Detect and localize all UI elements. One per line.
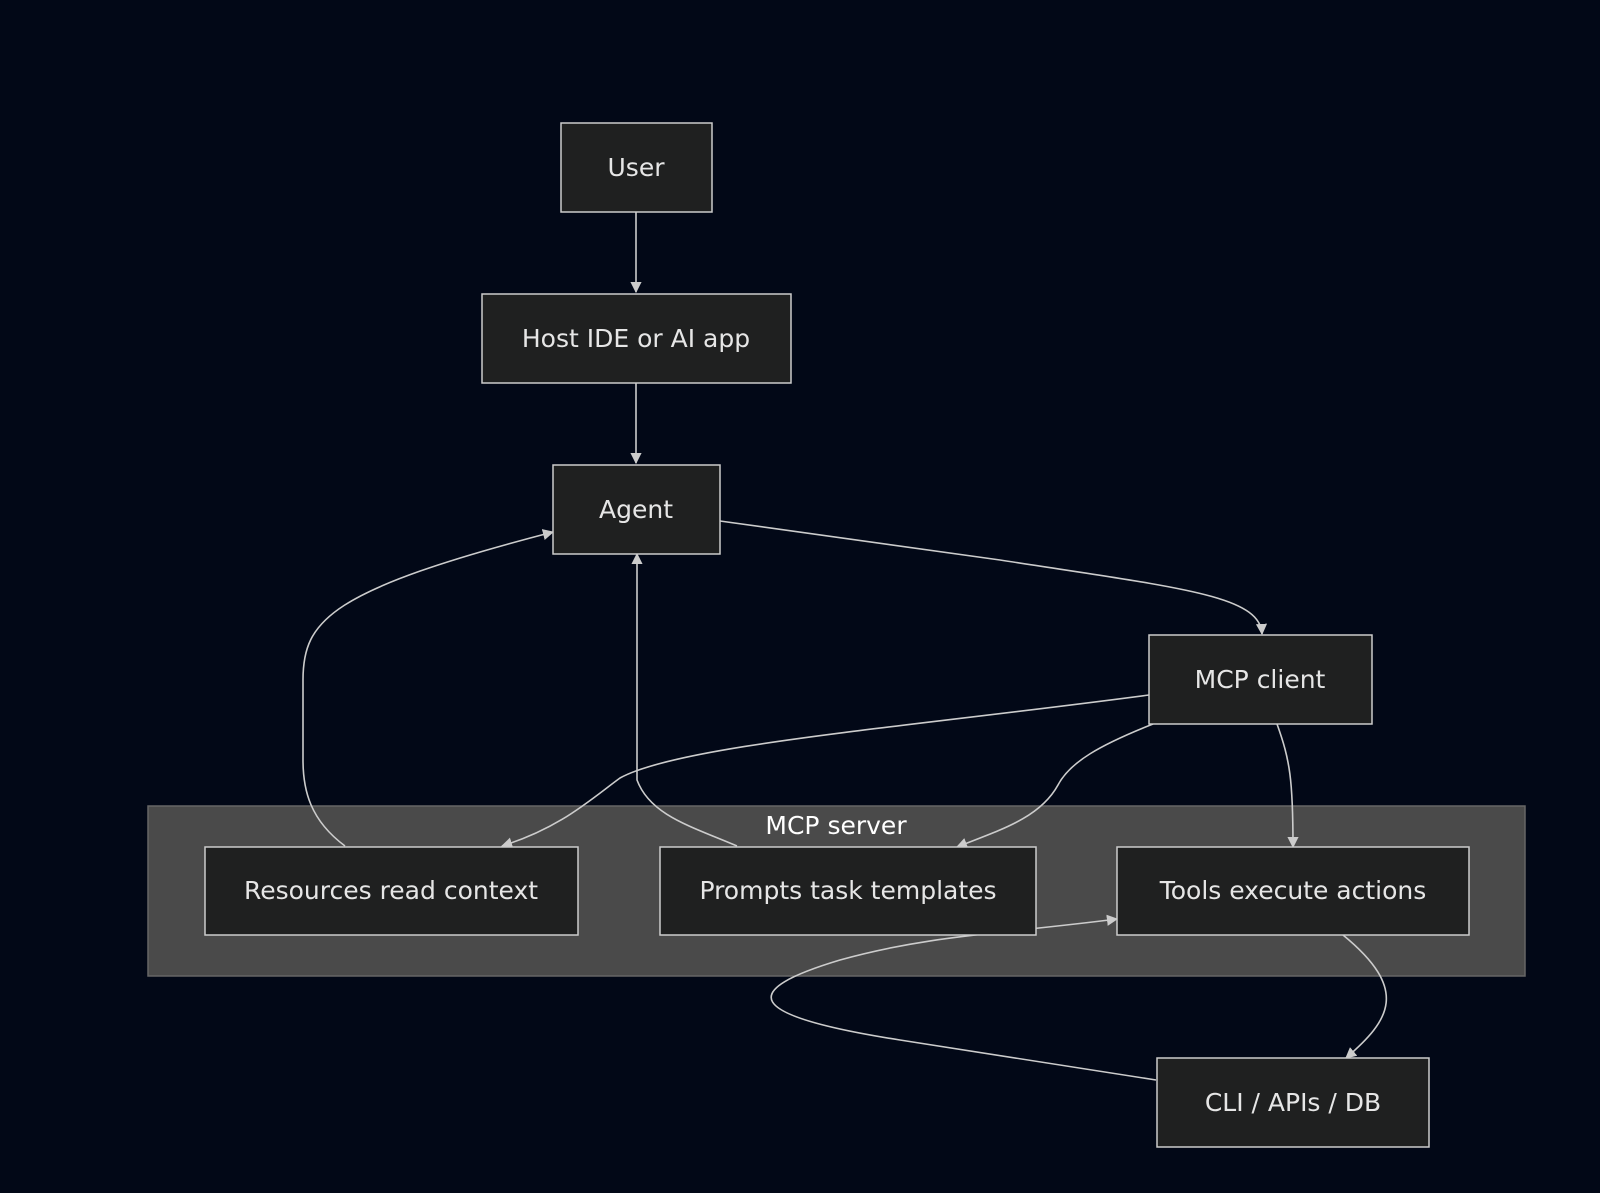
node-mcp-client-box — [1148, 634, 1373, 725]
node-prompts: Prompts task templates — [659, 846, 1037, 936]
mcp-server-cluster-label: MCP server — [765, 811, 907, 840]
node-user-box — [560, 122, 713, 213]
node-tools-box — [1116, 846, 1470, 936]
node-host-label: Host IDE or AI app — [522, 324, 750, 353]
node-user: User — [560, 122, 713, 213]
edge-resources-to-agent — [302, 529, 555, 847]
node-host-box — [481, 293, 792, 384]
node-prompts-box — [659, 846, 1037, 936]
node-cli: CLI / APIs / DB — [1156, 1057, 1430, 1148]
node-agent: Agent — [552, 464, 721, 555]
edge-mcp-client-to-prompts — [955, 723, 1154, 849]
node-mcp-client-label: MCP client — [1195, 665, 1326, 694]
node-resources-box — [204, 846, 579, 936]
node-tools: Tools execute actions — [1116, 846, 1470, 936]
node-cli-box — [1156, 1057, 1430, 1148]
node-agent-box — [552, 464, 721, 555]
edge-mcp-client-to-tools — [1276, 723, 1299, 849]
node-resources-label: Resources read context — [244, 876, 538, 905]
edge-agent-to-mcp-client — [719, 520, 1268, 636]
node-mcp-client: MCP client — [1148, 634, 1373, 725]
node-prompts-label: Prompts task templates — [699, 876, 996, 905]
node-cli-label: CLI / APIs / DB — [1205, 1088, 1381, 1117]
edge-prompts-to-agent — [631, 552, 738, 847]
node-user-label: User — [608, 153, 666, 182]
edge-tools-to-cli — [1342, 934, 1387, 1059]
node-resources: Resources read context — [204, 846, 579, 936]
node-tools-label: Tools execute actions — [1159, 876, 1427, 905]
edges — [302, 212, 1387, 1081]
edge-mcp-client-to-resources — [500, 694, 1150, 849]
node-agent-label: Agent — [599, 495, 673, 524]
node-host: Host IDE or AI app — [481, 293, 792, 384]
